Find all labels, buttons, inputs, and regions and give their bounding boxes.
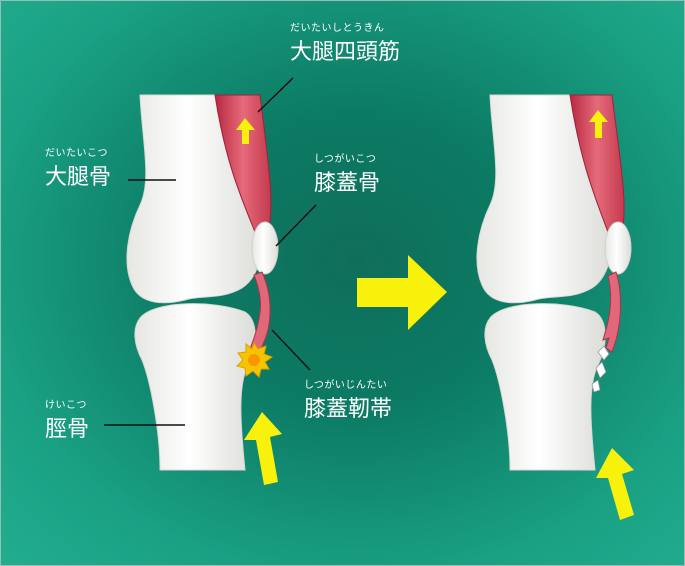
- label-tibia: けいこつ 脛骨: [45, 396, 89, 443]
- tibia-right: [485, 304, 605, 470]
- label-quadriceps-text: 大腿四頭筋: [290, 34, 400, 66]
- label-patella-ruby: しつがいこつ: [314, 150, 380, 165]
- label-tibia-text: 脛骨: [45, 411, 89, 443]
- tibia-left: [135, 304, 255, 470]
- patella-right: [605, 222, 631, 274]
- label-quadriceps-ruby: だいたいしとうきん: [290, 19, 400, 34]
- label-quadriceps: だいたいしとうきん 大腿四頭筋: [290, 19, 400, 66]
- left-knee: [127, 95, 282, 485]
- label-patellar-tendon-text: 膝蓋靭帯: [304, 391, 392, 423]
- label-femur-ruby: だいたいこつ: [45, 144, 111, 159]
- label-tibia-ruby: けいこつ: [45, 396, 89, 411]
- label-patella-text: 膝蓋骨: [314, 165, 380, 197]
- patella-left: [252, 222, 278, 274]
- force-arrow-right: [596, 448, 634, 520]
- label-femur-text: 大腿骨: [45, 159, 111, 191]
- label-femur: だいたいこつ 大腿骨: [45, 144, 111, 191]
- right-knee: [477, 95, 634, 520]
- label-patella: しつがいこつ 膝蓋骨: [314, 150, 380, 197]
- label-patellar-tendon-ruby: しつがいじんたい: [304, 376, 392, 391]
- label-patellar-tendon: しつがいじんたい 膝蓋靭帯: [304, 376, 392, 423]
- transition-arrow: [357, 255, 447, 330]
- force-arrow-left: [244, 412, 282, 485]
- ruptured-tendon-right: [603, 272, 621, 352]
